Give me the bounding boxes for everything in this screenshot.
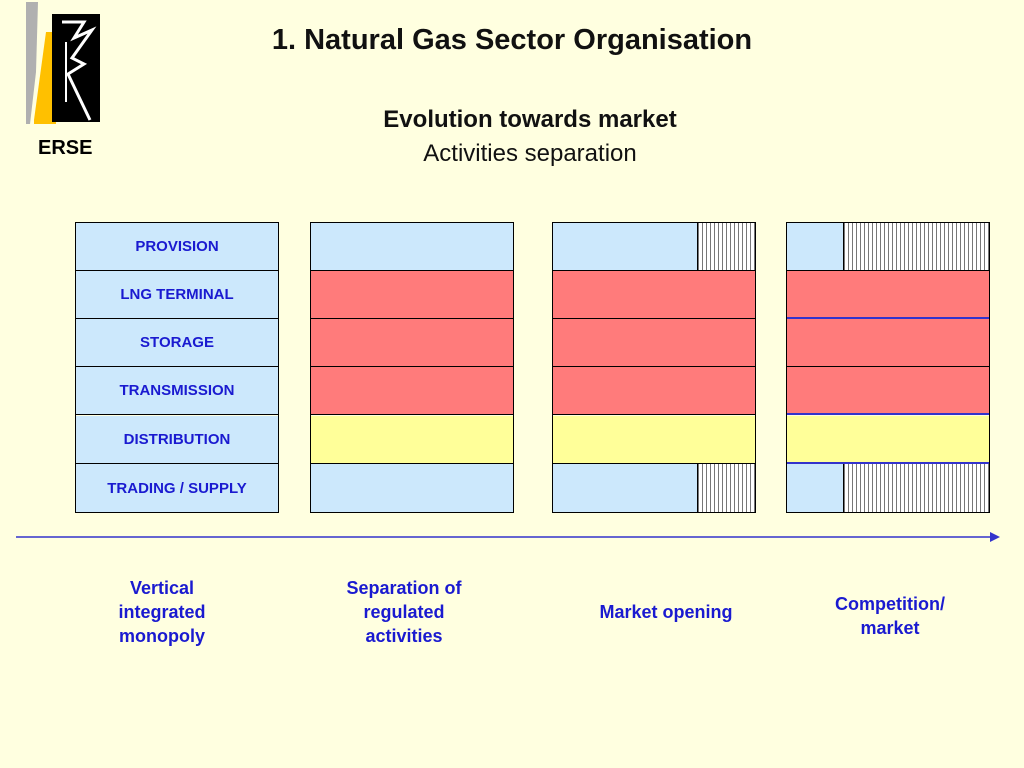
cell-transmission	[311, 367, 513, 415]
cell-transmission	[553, 367, 755, 415]
cell-distribution	[787, 416, 989, 464]
stage-line: Separation of	[346, 578, 462, 598]
activity-label-storage: STORAGE	[76, 319, 278, 367]
cell-distribution	[553, 416, 755, 464]
logo-text: ERSE	[38, 137, 93, 159]
cell-storage	[787, 319, 989, 367]
stage-line: Vertical	[129, 578, 195, 598]
stage-line: Market opening	[599, 602, 733, 622]
cell-storage	[553, 319, 755, 367]
activity-label-provision: PROVISION	[76, 223, 278, 271]
competition-hatch	[843, 223, 989, 270]
cell-transmission	[787, 367, 989, 415]
cell-provision	[787, 223, 989, 271]
activity-label-trading-supply: TRADING / SUPPLY	[76, 464, 278, 512]
column-vertical-integrated: PROVISION LNG TERMINAL STORAGE TRANSMISS…	[75, 222, 279, 513]
cell-lng-terminal	[553, 271, 755, 319]
cell-provision	[553, 223, 755, 271]
page-subtitle-secondary: Activities separation	[423, 140, 637, 167]
cell-lng-terminal	[787, 271, 989, 319]
stage-line: monopoly	[119, 626, 205, 646]
stage-label-vertical-integrated: Vertical integrated monopoly	[92, 576, 232, 648]
cell-trading-supply	[787, 464, 989, 512]
activity-label-transmission: TRANSMISSION	[76, 367, 278, 415]
competition-hatch	[697, 223, 755, 270]
erse-logo	[26, 2, 100, 124]
cell-distribution	[311, 416, 513, 464]
stage-label-market-opening: Market opening	[576, 600, 756, 624]
cell-trading-supply	[311, 464, 513, 512]
competition-hatch	[697, 464, 755, 512]
cell-lng-terminal	[311, 271, 513, 319]
activity-label-distribution: DISTRIBUTION	[76, 416, 278, 464]
column-separation-regulated	[310, 222, 514, 513]
stage-line: regulated	[363, 602, 445, 622]
stage-line: Competition/	[835, 594, 945, 614]
stage-line: market	[860, 618, 920, 638]
activity-label-lng-terminal: LNG TERMINAL	[76, 271, 278, 319]
stage-line: activities	[365, 626, 443, 646]
stage-line: integrated	[118, 602, 206, 622]
competition-hatch	[843, 464, 989, 512]
column-competition-market	[786, 222, 990, 513]
cell-storage	[311, 319, 513, 367]
page-subtitle: Evolution towards market	[383, 106, 677, 133]
cell-provision	[311, 223, 513, 271]
timeline-arrow	[16, 532, 1000, 542]
column-market-opening	[552, 222, 756, 513]
stage-label-competition: Competition/ market	[810, 592, 970, 640]
page-title: 1. Natural Gas Sector Organisation	[0, 24, 1024, 57]
cell-trading-supply	[553, 464, 755, 512]
title-text: 1. Natural Gas Sector Organisation	[271, 24, 753, 56]
stage-label-separation: Separation of regulated activities	[324, 576, 484, 648]
